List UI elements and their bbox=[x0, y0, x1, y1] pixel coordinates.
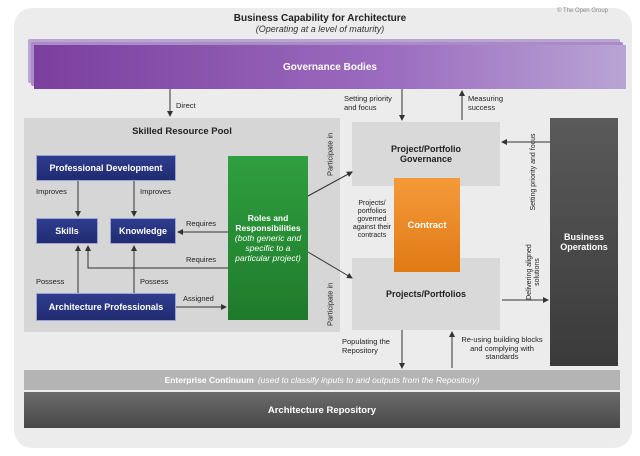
label-requires-bottom: Requires bbox=[186, 255, 217, 264]
business-operations-box: Business Operations bbox=[550, 118, 618, 366]
label-participate-top: Participate in bbox=[325, 132, 335, 176]
business-operations-label: Business Operations bbox=[560, 232, 608, 252]
enterprise-continuum-title: Enterprise Continuum bbox=[164, 375, 254, 385]
architecture-repository-band: Architecture Repository bbox=[24, 392, 620, 428]
label-setting-priority-vertical: Setting priority and focus bbox=[529, 133, 537, 211]
label-reusing-blocks: Re-using building blocks and complying w… bbox=[461, 335, 543, 362]
skills-box: Skills bbox=[36, 218, 98, 244]
architecture-professionals-box: Architecture Professionals bbox=[36, 293, 176, 321]
label-improves-right: Improves bbox=[140, 187, 171, 196]
knowledge-box: Knowledge bbox=[110, 218, 176, 244]
arrow-participate-governance bbox=[307, 171, 353, 197]
label-requires-top: Requires bbox=[186, 219, 217, 228]
copyright: © The Open Group bbox=[556, 8, 608, 14]
enterprise-continuum-note: (used to classify inputs to and outputs … bbox=[257, 375, 480, 385]
professional-development-box: Professional Development bbox=[36, 155, 176, 181]
label-setting-priority: Setting priority and focus bbox=[344, 94, 392, 112]
project-portfolio-governance-box: Project/Portfolio Governance bbox=[352, 122, 500, 186]
label-measuring-success: Measuring success bbox=[468, 94, 504, 112]
contract-box: Contract bbox=[394, 178, 460, 272]
enterprise-continuum-band: Enterprise Continuum (used to classify i… bbox=[24, 370, 620, 390]
roles-title: Roles and Responsibilities bbox=[235, 213, 301, 233]
label-possess-right: Possess bbox=[140, 277, 169, 286]
label-participate-bottom: Participate in bbox=[325, 282, 335, 326]
skilled-resource-pool-title: Skilled Resource Pool bbox=[132, 126, 232, 137]
arrow-participate-projects bbox=[307, 251, 353, 279]
label-populating-repository: Populating the Repository bbox=[342, 337, 390, 355]
label-delivering-solutions: Delivering aligned solutions bbox=[525, 244, 541, 300]
governance-bodies-band: Governance Bodies bbox=[34, 45, 626, 89]
roles-responsibilities-box: Roles and Responsibilities (both generic… bbox=[228, 156, 308, 320]
label-possess-left: Possess bbox=[36, 277, 65, 286]
diagram-title: Business Capability for Architecture bbox=[233, 13, 407, 24]
projects-box-label: Projects/Portfolios bbox=[385, 289, 466, 299]
label-assigned: Assigned bbox=[183, 294, 214, 303]
label-projects-governed: Projects/ portfolios governed against th… bbox=[352, 200, 392, 240]
governance-box-label: Project/Portfolio Governance bbox=[390, 144, 461, 164]
label-improves-left: Improves bbox=[36, 187, 67, 196]
roles-note: (both generic and specific to a particul… bbox=[234, 233, 302, 263]
diagram-subtitle: (Operating at a level of maturity) bbox=[255, 24, 385, 34]
label-direct: Direct bbox=[176, 101, 196, 110]
arrow-requires-skills bbox=[85, 245, 228, 269]
